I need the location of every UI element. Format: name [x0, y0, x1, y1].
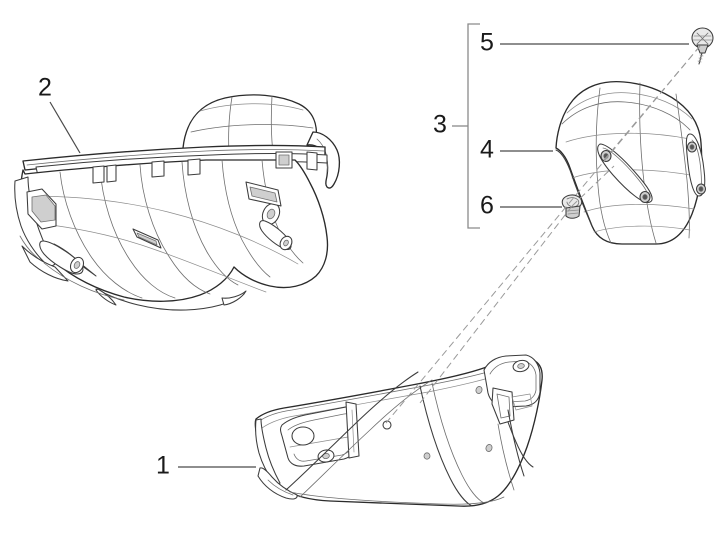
top-edge-band-2 [261, 374, 499, 429]
slot-right-hole [689, 144, 695, 150]
bracket-leg-inner [496, 393, 511, 419]
body-cross-contour-1 [29, 195, 299, 265]
left-pivot-hole [73, 261, 81, 269]
callout-label-4: 4 [480, 136, 494, 164]
callout-label-5: 5 [480, 29, 494, 57]
windshield-top-rim [561, 101, 691, 131]
body-contour-6 [261, 159, 304, 264]
callout-label-3: 3 [433, 111, 447, 139]
skirt-tab-left [95, 288, 117, 306]
body-hole-mid-right [485, 444, 493, 452]
tab-4 [187, 158, 201, 176]
body-contour-2 [99, 167, 176, 299]
lock-hole-upper [266, 208, 276, 220]
body-hole-left [382, 420, 392, 430]
seam-left [595, 87, 612, 244]
grommet-to-cover-axis [419, 205, 573, 404]
right-crease [507, 409, 525, 477]
recess-screw-hole [322, 452, 330, 460]
seam-mid [639, 82, 657, 244]
screw-head-knurl [692, 35, 713, 41]
body-cross-contour-2 [25, 221, 267, 293]
callout-label-1: 1 [156, 452, 170, 480]
body-contour-1 [59, 171, 143, 299]
chin-lip [257, 467, 298, 500]
contour-h3 [583, 204, 695, 213]
recess-circle-boss [291, 426, 315, 446]
leader-lines [49, 43, 689, 468]
slot-left-hole-2 [642, 194, 648, 200]
part-2-handlebar-cover [14, 94, 341, 311]
skirt-tab-right [221, 290, 247, 306]
crease-center [419, 385, 473, 507]
bracket-pad [511, 393, 533, 411]
skirt-contour [43, 262, 125, 301]
group-bracket-3 [452, 23, 480, 229]
callout-label-6: 6 [480, 192, 494, 220]
leader-2 [49, 101, 81, 154]
bottom-rim [289, 491, 505, 505]
chin-line [267, 479, 294, 496]
rail-edge [26, 149, 325, 166]
top-edge-band [257, 367, 501, 423]
tab-1 [92, 165, 105, 184]
bracket-screw-hole [517, 363, 525, 369]
screw-threads [697, 54, 704, 63]
right-recess-inner [249, 186, 278, 203]
mount-slot-left [597, 143, 653, 203]
windshield-top-rim-2 [566, 92, 693, 120]
tab-3 [151, 160, 165, 178]
callout-label-2: 2 [38, 74, 52, 102]
part-4-windshield [555, 80, 707, 245]
callout-numbers: 1 2 3 4 5 6 [38, 29, 494, 480]
grommet-to-windshield-axis [571, 165, 615, 207]
horn-seam [316, 138, 328, 173]
grommet-rings [566, 209, 580, 215]
left-lip [555, 149, 593, 227]
body-contour-5 [221, 159, 271, 278]
body-contour-4 [181, 161, 239, 286]
body-contour-3 [139, 164, 211, 295]
left-switch-inset [31, 194, 56, 223]
body-hole-upper-right [475, 386, 483, 394]
part-1-front-lower-cover [254, 354, 543, 507]
assembly-axis-lines [385, 45, 701, 424]
slot-right-hole-2 [698, 186, 704, 192]
right-crease-2 [497, 423, 515, 491]
screw-to-windshield-axis [603, 45, 701, 161]
body-hole-lower [423, 452, 431, 460]
screw-cross-slot [696, 32, 709, 45]
contour-h4 [593, 225, 691, 233]
crease-left [285, 371, 419, 491]
hood-contour [190, 124, 314, 133]
seam-right [675, 93, 690, 239]
lock-hole-lower [283, 239, 289, 247]
vertical-rib [345, 401, 360, 459]
crease-left-2 [299, 379, 433, 498]
tab-5-inner [278, 154, 290, 166]
tab-2 [106, 164, 117, 183]
hood-contour-2 [199, 103, 304, 112]
grommet-spiral [566, 197, 580, 208]
grommet-body [565, 205, 581, 219]
tab-6 [306, 151, 318, 171]
center-slot-inner [136, 232, 158, 246]
part-5-screw [691, 27, 714, 65]
recess-divider [289, 436, 349, 448]
contour-h1 [565, 132, 691, 143]
crease-center-2 [431, 382, 485, 504]
